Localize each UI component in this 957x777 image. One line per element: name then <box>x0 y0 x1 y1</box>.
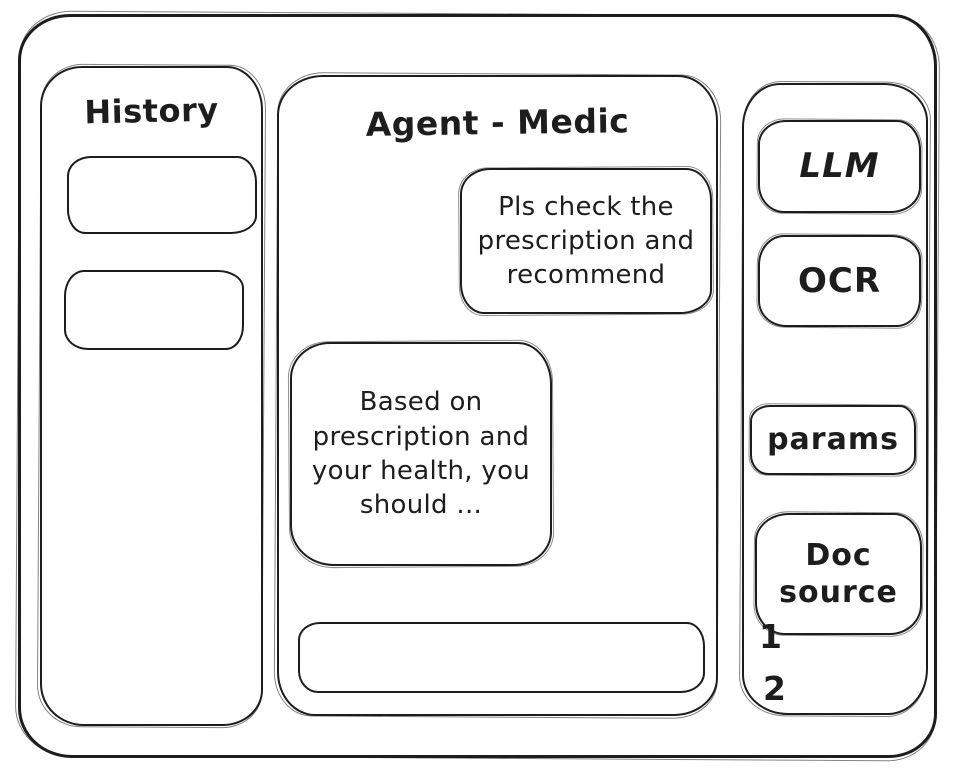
history-item[interactable] <box>67 156 257 234</box>
doc-source-item-2[interactable]: 2 <box>763 669 786 708</box>
app-window: History Agent - Medic Pls check the pres… <box>18 14 937 758</box>
history-item[interactable] <box>64 270 244 350</box>
chat-panel: Agent - Medic Pls check the prescription… <box>277 75 718 716</box>
user-message-bubble: Pls check the prescription and recommend <box>460 168 712 314</box>
history-title: History <box>84 90 219 132</box>
history-panel: History <box>40 66 263 726</box>
ocr-button[interactable]: OCR <box>758 235 921 327</box>
message-input[interactable] <box>298 622 705 693</box>
doc-source-button[interactable]: Doc source <box>755 513 922 635</box>
doc-source-item-1[interactable]: 1 <box>759 617 782 656</box>
tools-panel: LLM OCR params Doc source 1 2 <box>742 83 928 715</box>
llm-button[interactable]: LLM <box>758 120 921 213</box>
params-button[interactable]: params <box>750 405 916 475</box>
chat-title: Agent - Medic <box>365 101 630 144</box>
assistant-message-bubble: Based on prescription and your health, y… <box>290 342 552 566</box>
